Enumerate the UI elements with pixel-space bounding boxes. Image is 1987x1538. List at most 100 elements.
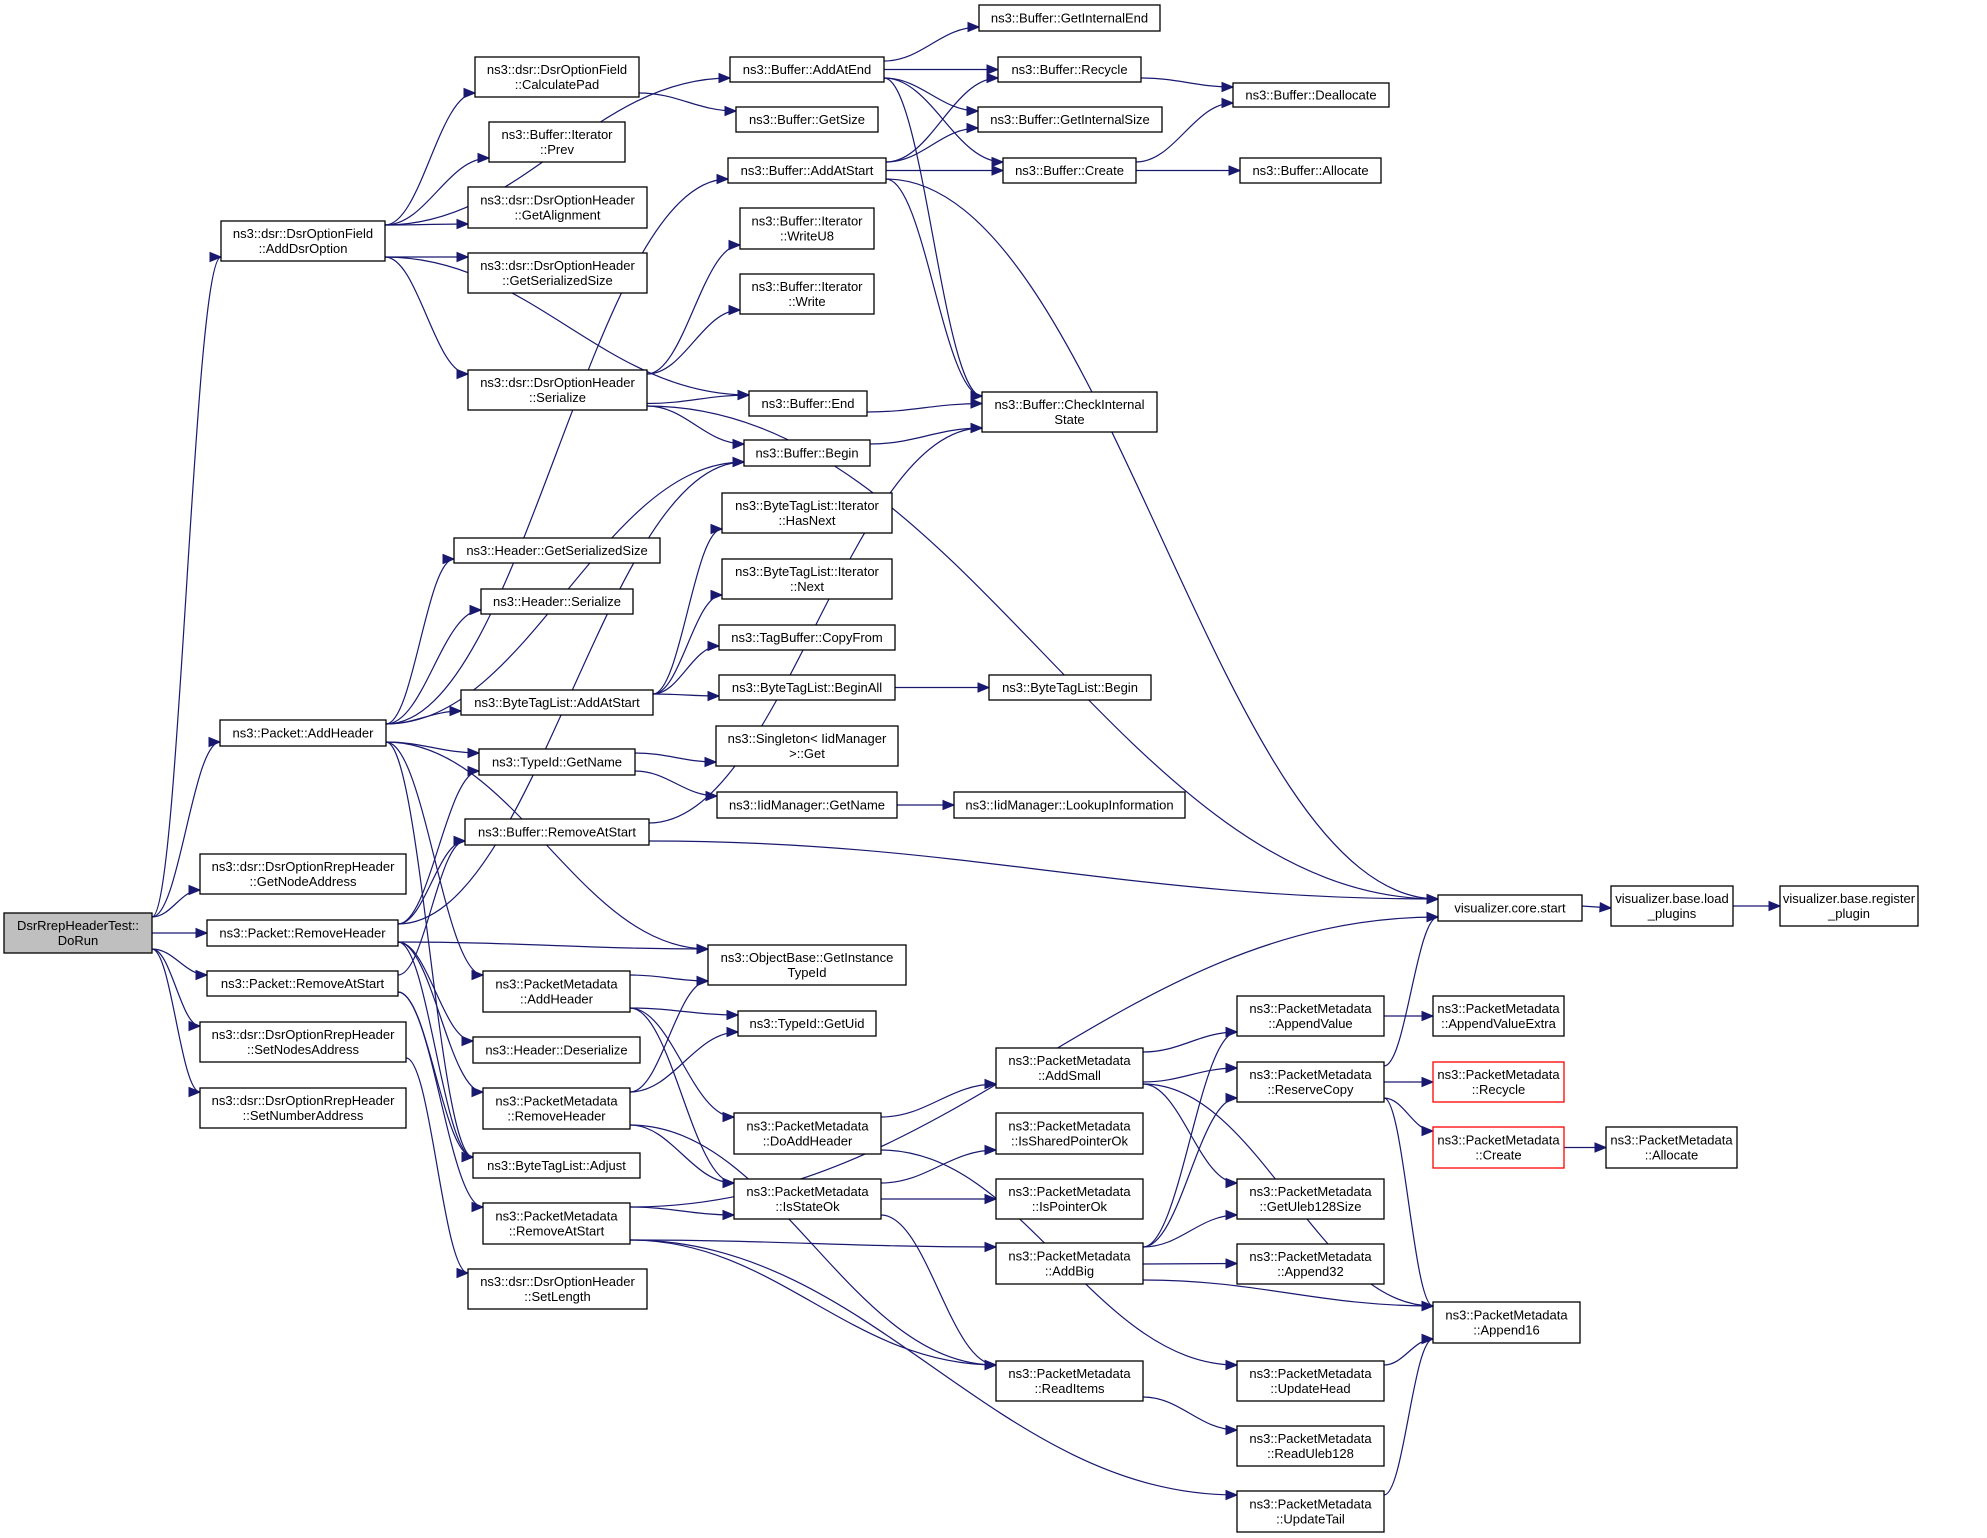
- node-iter-writeu8[interactable]: ns3::Buffer::Iterator::WriteU8: [739, 207, 875, 250]
- node-label: ::Append16: [1473, 1323, 1540, 1338]
- node-pm-removeheader[interactable]: ns3::PacketMetadata::RemoveHeader: [482, 1087, 631, 1130]
- node-pm-append16[interactable]: ns3::PacketMetadata::Append16: [1432, 1301, 1581, 1344]
- node-header-deserialize[interactable]: ns3::Header::Deserialize: [472, 1036, 641, 1064]
- node-tagbuffer-copyfrom[interactable]: ns3::TagBuffer::CopyFrom: [718, 624, 896, 651]
- edge-line: [405, 1057, 469, 1274]
- node-pm-create[interactable]: ns3::PacketMetadata::Create: [1432, 1126, 1565, 1169]
- node-pm-ispointerok[interactable]: ns3::PacketMetadata::IsPointerOk: [995, 1178, 1144, 1220]
- node-pm-addbig[interactable]: ns3::PacketMetadata::AddBig: [995, 1242, 1144, 1285]
- node-getnodeaddress[interactable]: ns3::dsr::DsrOptionRrepHeader::GetNodeAd…: [199, 853, 407, 895]
- node-pm-getuleb128size[interactable]: ns3::PacketMetadata::GetUleb128Size: [1236, 1178, 1385, 1220]
- node-buffer-recycle[interactable]: ns3::Buffer::Recycle: [997, 56, 1142, 83]
- node-buffer-end[interactable]: ns3::Buffer::End: [748, 390, 868, 417]
- node-label: ns3::dsr::DsrOptionRrepHeader: [212, 859, 395, 874]
- node-label: ns3::PacketMetadata: [746, 1119, 869, 1134]
- node-pm-append32[interactable]: ns3::PacketMetadata::Append32: [1236, 1243, 1385, 1285]
- node-packet-removeheader[interactable]: ns3::Packet::RemoveHeader: [206, 919, 399, 947]
- node-calculatepad[interactable]: ns3::dsr::DsrOptionField::CalculatePad: [474, 56, 640, 98]
- node-typeid-getuid[interactable]: ns3::TypeId::GetUid: [737, 1010, 877, 1037]
- arrowhead-icon: [966, 122, 980, 134]
- node-pm-doaddheader[interactable]: ns3::PacketMetadata::DoAddHeader: [733, 1112, 882, 1155]
- arrowhead-icon: [1225, 1062, 1239, 1074]
- node-pm-recycle[interactable]: ns3::PacketMetadata::Recycle: [1432, 1061, 1565, 1103]
- node-label: ::AppendValueExtra: [1441, 1016, 1556, 1031]
- edge-line: [646, 394, 750, 405]
- arrowhead-icon: [188, 1020, 202, 1032]
- node-vis-register-plugin[interactable]: visualizer.base.register_plugin: [1779, 885, 1919, 927]
- node-header-getserializedsize[interactable]: ns3::Header::GetSerializedSize: [453, 537, 661, 564]
- node-buffer-deallocate[interactable]: ns3::Buffer::Deallocate: [1232, 82, 1390, 108]
- node-singleton-get[interactable]: ns3::Singleton< IidManager>::Get: [715, 725, 899, 767]
- edge-line: [629, 1007, 735, 1118]
- node-label: ::SetNodesAddress: [247, 1042, 360, 1057]
- node-buffer-getinternalsize[interactable]: ns3::Buffer::GetInternalSize: [977, 106, 1163, 133]
- node-pm-allocate[interactable]: ns3::PacketMetadata::Allocate: [1605, 1126, 1738, 1169]
- node-iter-write[interactable]: ns3::Buffer::Iterator::Write: [739, 273, 875, 315]
- node-pm-reservecopy[interactable]: ns3::PacketMetadata::ReserveCopy: [1236, 1061, 1385, 1103]
- node-getalignment[interactable]: ns3::dsr::DsrOptionHeader::GetAlignment: [467, 186, 648, 229]
- node-iter-prev[interactable]: ns3::Buffer::Iterator::Prev: [488, 121, 626, 163]
- edge-line: [151, 948, 201, 1093]
- arrowhead-icon: [984, 1078, 998, 1090]
- node-pm-removeatstart[interactable]: ns3::PacketMetadata::RemoveAtStart: [482, 1202, 631, 1245]
- node-dsr-setlength[interactable]: ns3::dsr::DsrOptionHeader::SetLength: [467, 1268, 648, 1310]
- node-btl-begin[interactable]: ns3::ByteTagList::Begin: [988, 674, 1152, 701]
- node-dsr-serialize[interactable]: ns3::dsr::DsrOptionHeader::Serialize: [467, 369, 648, 411]
- node-setnumberaddress[interactable]: ns3::dsr::DsrOptionRrepHeader::SetNumber…: [199, 1087, 407, 1129]
- edge-line: [385, 558, 455, 725]
- node-btl-beginall[interactable]: ns3::ByteTagList::BeginAll: [718, 674, 896, 701]
- edge-dsr_serialize-to-buffer_end: [646, 389, 751, 405]
- node-iid-lookupinformation[interactable]: ns3::IidManager::LookupInformation: [953, 791, 1186, 819]
- node-buffer-create[interactable]: ns3::Buffer::Create: [1002, 157, 1137, 184]
- edge-pm_removeatstart-to-pm_isstateok: [629, 1206, 736, 1221]
- arrowhead-icon: [456, 1267, 470, 1279]
- node-btl-iter-next[interactable]: ns3::ByteTagList::Iterator::Next: [721, 558, 893, 600]
- edge-pm_removeheader-to-typeid_getuid: [629, 1026, 740, 1093]
- node-pm-updatetail[interactable]: ns3::PacketMetadata::UpdateTail: [1236, 1490, 1385, 1533]
- arrowhead-icon: [453, 835, 467, 847]
- node-adddsroption[interactable]: ns3::dsr::DsrOptionField::AddDsrOption: [220, 220, 386, 262]
- node-buffer-addatstart[interactable]: ns3::Buffer::AddAtStart: [727, 157, 887, 184]
- node-iid-getname[interactable]: ns3::IidManager::GetName: [716, 791, 898, 819]
- node-pm-addsmall[interactable]: ns3::PacketMetadata::AddSmall: [995, 1047, 1144, 1089]
- node-packet-addheader[interactable]: ns3::Packet::AddHeader: [219, 719, 387, 747]
- node-pm-addheader[interactable]: ns3::PacketMetadata::AddHeader: [482, 970, 631, 1013]
- node-buffer-addatend[interactable]: ns3::Buffer::AddAtEnd: [729, 56, 885, 83]
- node-typeid-getname[interactable]: ns3::TypeId::GetName: [478, 748, 636, 776]
- node-buffer-getsize[interactable]: ns3::Buffer::GetSize: [735, 106, 879, 133]
- node-pm-appendvalue[interactable]: ns3::PacketMetadata::AppendValue: [1236, 995, 1385, 1037]
- node-btl-addatstart[interactable]: ns3::ByteTagList::AddAtStart: [460, 689, 654, 716]
- node-btl-adjust[interactable]: ns3::ByteTagList::Adjust: [472, 1152, 641, 1179]
- edge-pm_addheader-to-pm_isstateok: [629, 1007, 736, 1189]
- node-pm-readitems[interactable]: ns3::PacketMetadata::ReadItems: [995, 1360, 1144, 1402]
- node-buffer-allocate[interactable]: ns3::Buffer::Allocate: [1239, 157, 1382, 184]
- node-buffer-begin[interactable]: ns3::Buffer::Begin: [743, 439, 871, 467]
- node-setnodesaddress[interactable]: ns3::dsr::DsrOptionRrepHeader::SetNodesA…: [199, 1021, 407, 1063]
- edge-line: [385, 741, 474, 1158]
- node-box: [3, 912, 153, 954]
- node-packet-removeatstart[interactable]: ns3::Packet::RemoveAtStart: [206, 970, 399, 997]
- node-pm-isstateok[interactable]: ns3::PacketMetadata::IsStateOk: [733, 1178, 882, 1220]
- node-buffer-removeatstart[interactable]: ns3::Buffer::RemoveAtStart: [464, 818, 650, 846]
- node-header-serialize[interactable]: ns3::Header::Serialize: [480, 588, 634, 615]
- node-vis-load-plugins[interactable]: visualizer.base.load_plugins: [1610, 885, 1734, 927]
- edge-line: [1383, 1097, 1434, 1132]
- node-vis-core-start[interactable]: visualizer.core.start: [1437, 894, 1583, 922]
- node-pm-readuleb128[interactable]: ns3::PacketMetadata::ReadUleb128: [1236, 1425, 1385, 1467]
- edge-line: [885, 178, 1439, 900]
- edge-buffer_create-to-buffer_allocate: [1135, 165, 1242, 176]
- node-label: ns3::PacketMetadata: [1008, 1053, 1131, 1068]
- node-dorun[interactable]: DsrRrepHeaderTest::DoRun: [3, 912, 153, 954]
- node-pm-appendvalueextra[interactable]: ns3::PacketMetadata::AppendValueExtra: [1432, 995, 1565, 1037]
- node-pm-updatehead[interactable]: ns3::PacketMetadata::UpdateHead: [1236, 1360, 1385, 1402]
- node-pm-issharedpointerok[interactable]: ns3::PacketMetadata::IsSharedPointerOk: [995, 1112, 1144, 1155]
- node-buffer-getinternalend[interactable]: ns3::Buffer::GetInternalEnd: [978, 4, 1161, 32]
- node-box: [1779, 885, 1919, 927]
- node-label: ::Next: [790, 579, 824, 594]
- node-box: [460, 689, 654, 716]
- node-btl-iter-hasnext[interactable]: ns3::ByteTagList::Iterator::HasNext: [721, 492, 893, 534]
- node-dsr-getserializedsize[interactable]: ns3::dsr::DsrOptionHeader::GetSerialized…: [467, 252, 648, 294]
- node-box: [743, 439, 871, 467]
